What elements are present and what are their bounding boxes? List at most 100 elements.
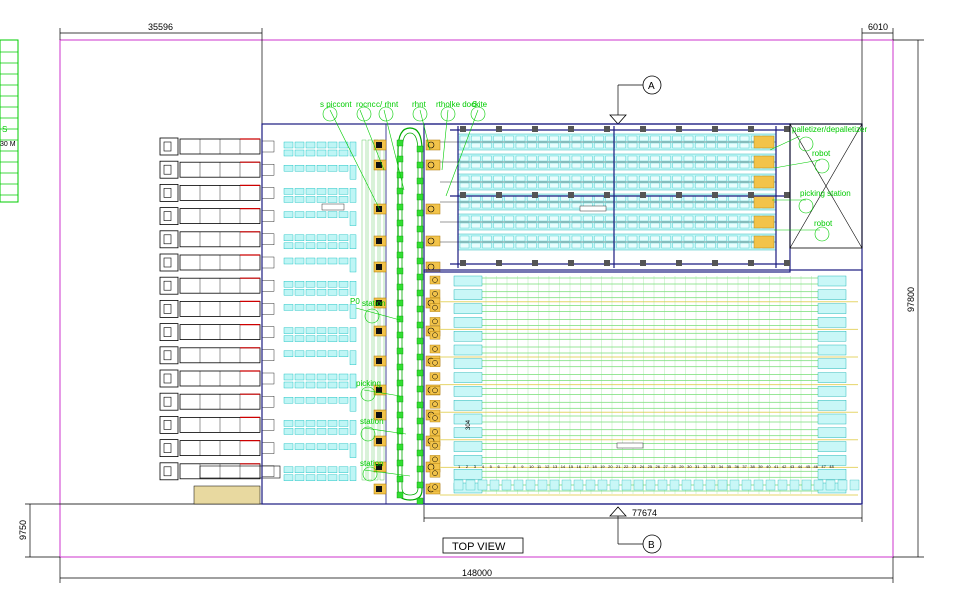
- truck: [159, 439, 275, 458]
- column-number: 40: [766, 464, 771, 469]
- column-number: 35: [727, 464, 732, 469]
- truck: [159, 207, 275, 226]
- callout-1: s piccont: [320, 100, 352, 109]
- column-number: 26: [656, 464, 661, 469]
- column-number: 20: [608, 464, 613, 469]
- dimension-right: 97800: [893, 39, 924, 558]
- truck: [159, 276, 275, 295]
- truck: [159, 346, 275, 365]
- truck: [159, 230, 275, 249]
- column-number: 3: [474, 464, 477, 469]
- column-number: 13: [553, 464, 558, 469]
- column-number: 29: [679, 464, 684, 469]
- column-number: 12: [545, 464, 550, 469]
- callout-6: 6 ite: [472, 100, 488, 109]
- truck: [159, 183, 275, 202]
- section-marker-a: A: [609, 75, 662, 125]
- callout-13: picking: [356, 379, 381, 388]
- callout-2: rocnc: [356, 100, 376, 109]
- truck: [159, 137, 275, 156]
- staging-area: [283, 139, 385, 481]
- drawing-title-label: TOP VIEW: [452, 541, 506, 553]
- column-number: 24: [640, 464, 645, 469]
- callout-15: station: [360, 459, 384, 468]
- callout-4: rhnt: [412, 100, 427, 109]
- column-number: 46: [814, 464, 819, 469]
- dock-leveler: [193, 485, 261, 505]
- truck-docks: [159, 137, 281, 505]
- column-number: 21: [616, 464, 621, 469]
- column-number: 36: [735, 464, 740, 469]
- dimension-left-bottom: 9750: [18, 503, 60, 558]
- column-number: 9: [521, 464, 524, 469]
- dimension-top-left: 35596: [59, 22, 263, 125]
- column-number: 44: [798, 464, 803, 469]
- station: [425, 235, 441, 247]
- truck: [159, 462, 275, 481]
- callout-3: c/ rhnt: [376, 100, 399, 109]
- conveyor-loop: [385, 123, 425, 505]
- truck: [159, 392, 275, 411]
- column-number: 31: [695, 464, 700, 469]
- dimension-top-right: 6010: [861, 22, 894, 125]
- column-number: 7: [505, 464, 508, 469]
- dim-right-label: 97800: [906, 287, 916, 312]
- truck: [159, 299, 275, 318]
- column-number: 28: [671, 464, 676, 469]
- column-number: 17: [584, 464, 589, 469]
- column-number: 47: [821, 464, 826, 469]
- callout-9: picking station: [800, 189, 851, 198]
- section-a-label: A: [648, 81, 655, 92]
- drawing-title: TOP VIEW: [442, 537, 524, 554]
- column-number: 14: [561, 464, 566, 469]
- callout-14: station: [360, 417, 384, 426]
- callouts: s piccont rocnc c/ rhnt rhnt rtholke doc…: [320, 100, 867, 482]
- column-number: 37: [742, 464, 747, 469]
- dim-left-bottom-label: 9750: [18, 520, 28, 540]
- column-number: 41: [774, 464, 779, 469]
- section-marker-b: B: [609, 506, 662, 554]
- column-number: 27: [663, 464, 668, 469]
- column-number: 15: [569, 464, 574, 469]
- truck: [159, 415, 275, 434]
- station: [425, 159, 441, 171]
- column-number: 19: [600, 464, 605, 469]
- column-number: 38: [750, 464, 755, 469]
- column-number: 32: [703, 464, 708, 469]
- column-number: 45: [806, 464, 811, 469]
- column-number: 23: [632, 464, 637, 469]
- column-number: 18: [592, 464, 597, 469]
- column-number: 42: [782, 464, 787, 469]
- robot-cell: [789, 123, 863, 249]
- column-number: 16: [577, 464, 582, 469]
- column-number: 48: [829, 464, 834, 469]
- dim-bottom-label: 148000: [462, 568, 492, 578]
- column-number: 2: [466, 464, 469, 469]
- callout-11: P0: [350, 297, 360, 306]
- dim-storage-label: 77674: [632, 508, 657, 518]
- column-number: 4: [482, 464, 485, 469]
- site-boundary: [59, 39, 894, 558]
- dim-top-right-label: 6010: [868, 22, 888, 32]
- column-number: 22: [624, 464, 629, 469]
- column-number: 34: [719, 464, 724, 469]
- station: [425, 139, 441, 151]
- callout-7: palletizer/depalletizer: [792, 125, 867, 134]
- truck: [159, 160, 275, 179]
- column-number: 8: [513, 464, 516, 469]
- dimension-bottom: 148000: [59, 557, 894, 583]
- upper-storage: [423, 123, 791, 273]
- column-number: 43: [790, 464, 795, 469]
- legend-item-2: 30 M: [0, 141, 16, 148]
- section-b-label: B: [648, 540, 655, 551]
- legend-item-1: S: [2, 125, 7, 134]
- truck: [159, 253, 275, 272]
- callout-10: robot: [814, 219, 833, 228]
- column-number: 6: [498, 464, 501, 469]
- column-number: 5: [490, 464, 493, 469]
- callout-12: station: [362, 299, 386, 308]
- legend-fragment: S 30 M: [0, 39, 19, 203]
- column-number: 30: [687, 464, 692, 469]
